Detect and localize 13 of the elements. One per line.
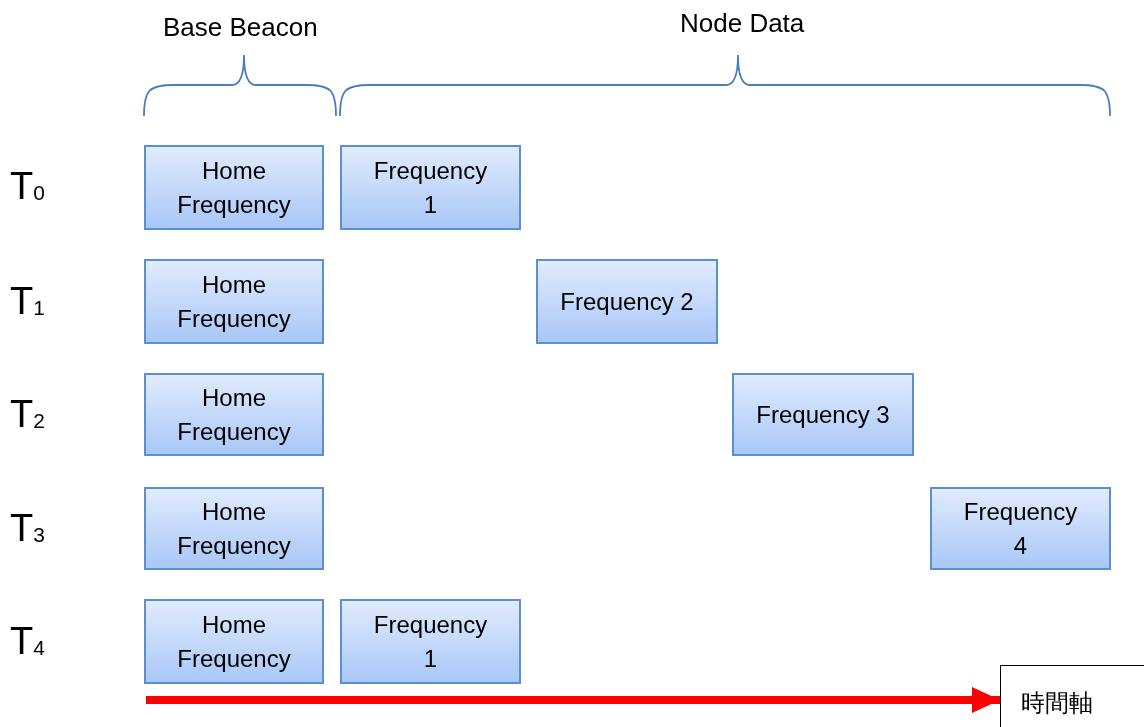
- frequency-box: Home Frequency: [144, 373, 324, 456]
- frequency-box: Frequency 1: [340, 145, 521, 230]
- frequency-box: Frequency 3: [732, 373, 914, 456]
- frequency-box: Home Frequency: [144, 259, 324, 344]
- axis-label-box: 時間軸: [1000, 665, 1144, 727]
- frequency-box: Home Frequency: [144, 487, 324, 570]
- frequency-box: Frequency 2: [536, 259, 718, 344]
- section-label: Node Data: [680, 8, 805, 39]
- frequency-box: Frequency 1: [340, 599, 521, 684]
- section-label: Base Beacon: [163, 12, 318, 43]
- frequency-box: Home Frequency: [144, 145, 324, 230]
- frequency-box: Frequency 4: [930, 487, 1111, 570]
- frequency-box: Home Frequency: [144, 599, 324, 684]
